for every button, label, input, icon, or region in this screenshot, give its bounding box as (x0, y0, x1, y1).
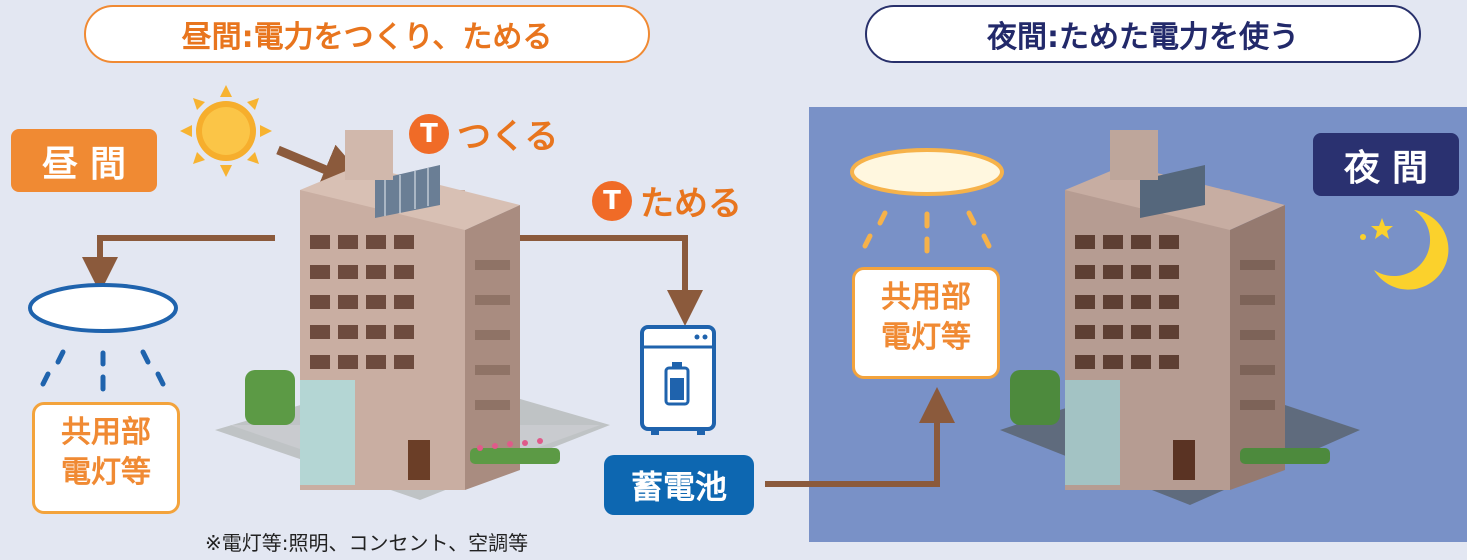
nighttime-header-text: 夜間:ためた電力を使う (987, 20, 1299, 55)
footnote: ※電灯等:照明、コンセント、空調等 (205, 531, 529, 555)
step-make-label: つくる (457, 117, 559, 157)
step-badge-icon: T (409, 113, 449, 154)
light-label-line2: 電灯等 (881, 320, 971, 355)
to-battery-arrow (520, 235, 703, 326)
star-icon (1360, 218, 1393, 240)
common-area-lighting-label-day: 共用部 電灯等 (32, 402, 180, 514)
step-store-power: T ためる (592, 176, 742, 225)
moon-icon (1374, 210, 1449, 290)
common-area-lighting-label-night: 共用部 電灯等 (852, 267, 1000, 379)
battery-label: 蓄電池 (604, 455, 754, 515)
light-label-line1: 共用部 (61, 415, 151, 450)
daytime-header-text: 昼間:電力をつくり、ためる (181, 20, 553, 55)
nighttime-header: 夜間:ためた電力を使う (865, 5, 1421, 63)
battery-to-night-arrow (765, 387, 955, 487)
ceiling-light-night-icon (850, 148, 1004, 254)
step-badge-icon: T (592, 180, 632, 221)
light-label-line1: 共用部 (881, 280, 971, 315)
step-make-power: T つくる (409, 109, 558, 158)
to-left-light-arrow (82, 235, 275, 293)
sun-icon (180, 85, 272, 177)
building-day (215, 130, 610, 500)
step-store-label: ためる (640, 184, 742, 224)
daytime-tag: 昼間 (11, 129, 157, 192)
nighttime-tag: 夜間 (1313, 133, 1459, 196)
battery-unit-icon (640, 325, 716, 435)
building-night (1000, 130, 1360, 505)
light-label-line2: 電灯等 (61, 455, 151, 490)
daytime-header: 昼間:電力をつくり、ためる (84, 5, 650, 63)
ceiling-light-left-icon (28, 283, 178, 392)
